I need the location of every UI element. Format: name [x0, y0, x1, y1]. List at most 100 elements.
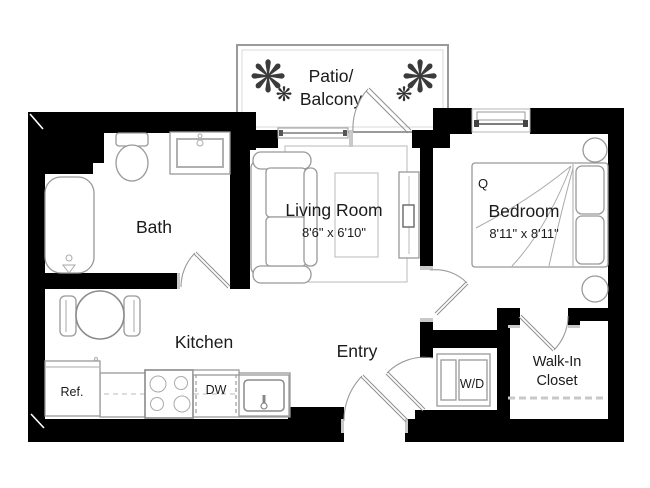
corner-hatch-bottom-left: [30, 413, 45, 429]
sofa: [250, 151, 318, 284]
pillow: [575, 165, 605, 215]
kitchen-sink: [238, 374, 290, 417]
wall-end-cap: [420, 318, 433, 322]
window-end-mark: [279, 130, 283, 136]
bedroom: Q Bedroom 8'11" x 8'11": [471, 137, 609, 303]
sink-faucet-icon: [262, 395, 266, 405]
door-leaf: [434, 281, 467, 314]
door-arc: [429, 269, 468, 284]
walk-in-closet: Walk-In Closet: [508, 354, 606, 400]
toilet-bowl: [115, 144, 149, 182]
dining-chair: [59, 295, 77, 337]
wall-closet-door-jamb-right: [568, 308, 580, 325]
refrigerator: Ref.: [44, 357, 101, 417]
plant-icon: ❋: [396, 84, 413, 106]
vanity-faucet-icon: [196, 139, 204, 147]
patio-balcony: ❋ ❋ ❋ ❋ Patio/ Balcony: [236, 44, 449, 133]
door-arc: [180, 252, 196, 288]
bed: [471, 162, 609, 268]
door-leaf: [436, 283, 469, 316]
walk-in-closet-door: [518, 314, 569, 352]
blanket-line: [475, 165, 572, 229]
bedroom-dims: 8'11" x 8'11": [489, 226, 559, 241]
bedroom-door: [429, 269, 469, 316]
door-leaf: [385, 373, 424, 412]
walls: [28, 108, 624, 442]
wall-end-cap: [420, 266, 433, 270]
wall-closet-door-jamb-left: [508, 308, 520, 325]
bath-label: Bath: [136, 217, 172, 237]
bath: Bath: [44, 131, 231, 274]
door-leaf: [362, 374, 409, 421]
toilet-tank: [115, 132, 149, 147]
wall-wd-closet-divider: [497, 320, 510, 424]
patio-wall-outline: [236, 44, 449, 133]
patio-door: [352, 87, 412, 134]
window-end-mark: [474, 120, 479, 127]
wall-end-cap: [508, 325, 520, 328]
dining-table: [75, 290, 125, 340]
windows: [277, 108, 531, 139]
dishwasher-label: DW: [206, 383, 227, 397]
wall-counter-step: [288, 407, 344, 419]
coffee-table: [334, 172, 379, 258]
walk-in-closet-label-line1: Walk-In: [533, 354, 582, 370]
entry: Entry: [337, 341, 378, 361]
door-arc: [343, 375, 363, 422]
sink-faucet-icon: [260, 402, 268, 410]
bathtub: [44, 176, 95, 274]
wall-closet-top-right: [568, 308, 624, 321]
sofa-front-edge: [303, 167, 318, 267]
patio-label-line1: Patio/: [309, 66, 354, 86]
wall-wd-bottom: [415, 410, 510, 422]
patio-wall-inner-line: [241, 49, 444, 128]
wall-living-bedroom-divider: [420, 130, 433, 270]
stove: [144, 369, 194, 419]
tub-faucet-icon: [62, 264, 76, 274]
bedroom-stool: [582, 137, 608, 163]
sofa-armrest: [252, 151, 312, 170]
wall-end-cap: [405, 419, 408, 433]
doors: [180, 87, 569, 423]
refrigerator-hinge: [94, 357, 98, 361]
plant-icon: ❋: [250, 53, 287, 102]
burner: [149, 375, 167, 393]
door-arc: [553, 315, 569, 351]
kitchen: Ref. DW Kitchen: [44, 290, 291, 419]
window-end-mark: [343, 130, 347, 136]
door-leaf: [195, 251, 231, 287]
washer-dryer-label: W/D: [460, 377, 484, 391]
door-arc: [386, 356, 434, 374]
bedroom-window-sash: [476, 111, 526, 121]
burner: [150, 397, 164, 411]
dishwasher-front: [192, 369, 240, 376]
patio-label-line2: Balcony: [300, 89, 363, 109]
corner-hatch-top-left: [29, 113, 44, 130]
door-leaf: [520, 314, 556, 350]
sofa-cushion: [265, 216, 307, 267]
wd-closet-door: [385, 356, 434, 412]
refrigerator-outline: [44, 360, 101, 417]
burner: [174, 376, 188, 390]
living-room: Living Room 8'6" x 6'10": [250, 145, 420, 284]
plant-icon: ❋: [276, 84, 293, 106]
plant-icon: ❋: [402, 53, 439, 102]
dining-chair: [123, 295, 141, 337]
tv: [402, 204, 415, 228]
wall-bottom-left: [28, 419, 344, 442]
bedroom-label: Bedroom: [488, 201, 559, 221]
blanket-line: [548, 167, 574, 267]
wall-bath-living-divider: [230, 112, 250, 289]
wall-bath-bottom: [28, 273, 180, 289]
tub-drain-icon: [65, 254, 73, 262]
entry-door: [343, 374, 409, 423]
washer-dryer-door: [440, 359, 457, 401]
sofa-armrest: [252, 265, 312, 284]
vanity-faucet-icon: [197, 133, 203, 139]
bath-door: [180, 251, 231, 289]
washer-dryer-door: [458, 359, 488, 401]
entry-label: Entry: [337, 341, 378, 361]
wall-living-top-left: [256, 130, 278, 148]
